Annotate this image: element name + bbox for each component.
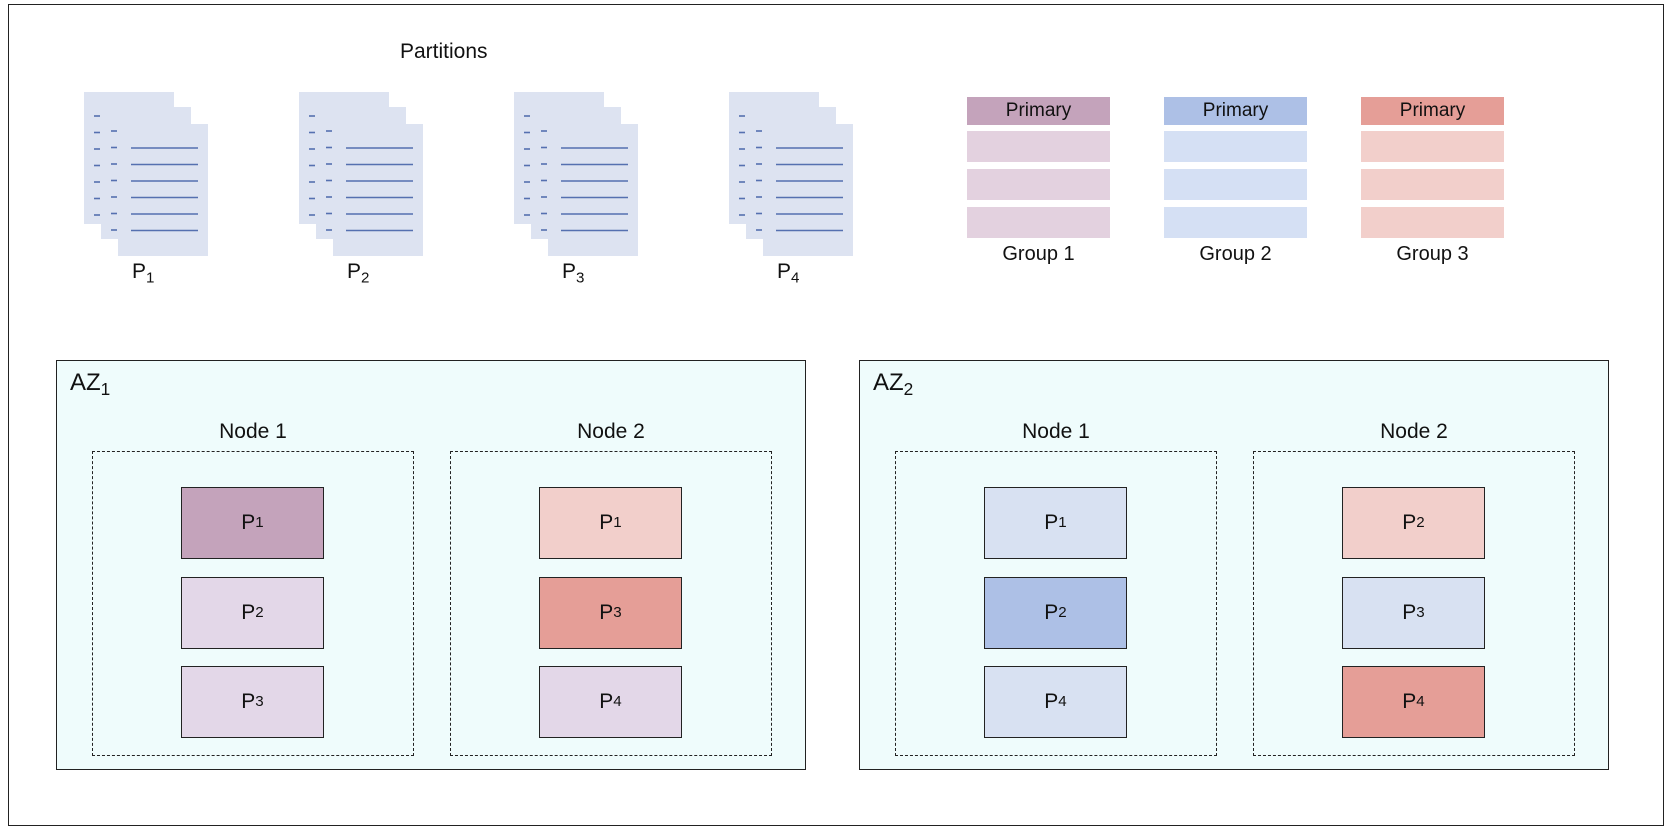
group-legend: Primary Group 3 (1361, 97, 1504, 265)
group-replica-row (1164, 169, 1307, 200)
group-replica-row (1361, 207, 1504, 238)
partitions-title: Partitions (400, 40, 488, 63)
group-primary-header: Primary (967, 97, 1110, 125)
group-replica-row (967, 131, 1110, 162)
group-label: Group 1 (1002, 243, 1075, 265)
doc-sheet (333, 124, 423, 256)
partition-doc-stack: P2 (299, 92, 434, 287)
partition-doc-stack: P3 (514, 92, 649, 287)
node-label: Node 1 (1022, 420, 1090, 443)
group-replica-row (1164, 131, 1307, 162)
group-legend: Primary Group 1 (967, 97, 1110, 265)
group-primary-header: Primary (1164, 97, 1307, 125)
partition-label: P4 (777, 260, 800, 287)
az-label: AZ1 (70, 369, 111, 400)
group-primary-header: Primary (1361, 97, 1504, 125)
node-label: Node 2 (577, 420, 645, 443)
group-replica-row (1361, 131, 1504, 162)
doc-sheet (118, 124, 208, 256)
group-legend: Primary Group 2 (1164, 97, 1307, 265)
az-label: AZ2 (873, 369, 914, 400)
partition-label: P2 (347, 260, 370, 287)
doc-sheet (763, 124, 853, 256)
doc-sheet (548, 124, 638, 256)
group-replica-row (967, 169, 1110, 200)
diagram-frame (8, 4, 1664, 826)
partition-doc-stack: P1 (84, 92, 219, 287)
group-label: Group 3 (1396, 243, 1469, 265)
group-replica-row (1361, 169, 1504, 200)
group-replica-row (1164, 207, 1307, 238)
partition-label: P1 (132, 260, 155, 287)
partition-label: P3 (562, 260, 585, 287)
group-replica-row (967, 207, 1110, 238)
group-label: Group 2 (1199, 243, 1272, 265)
partition-doc-stack: P4 (729, 92, 864, 287)
node-label: Node 2 (1380, 420, 1448, 443)
node-label: Node 1 (219, 420, 287, 443)
